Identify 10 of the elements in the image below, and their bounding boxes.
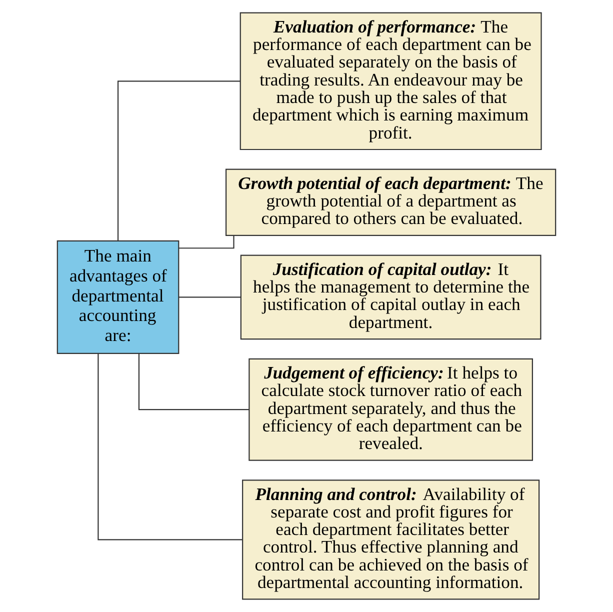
node-box: Planning and control: Availability of separate cost and profit figures for each department facilitates better control. Thus effective planning and control can be achieved on the basis of departmental accounting information. bbox=[242, 480, 540, 600]
connector bbox=[117, 80, 240, 241]
node-box: Justification of capital outlay: It helps the management to determine the justification of capital outlay in each department. bbox=[240, 254, 542, 340]
node-box: Judgement of efficiency: It helps to calculate stock turnover ratio of each department separately, and thus the efficiency of each department can be revealed. bbox=[248, 358, 533, 461]
connector bbox=[178, 296, 241, 298]
node-box: The main advantages of departmental accounting are: bbox=[56, 240, 180, 354]
connector bbox=[138, 353, 250, 410]
node-box: Growth potential of each department: The growth potential of a department as compared to others can be evaluated. bbox=[225, 168, 556, 236]
node-box: Evaluation of performance: The performance of each department can be evaluated separately on the basis of trading results. An endeavour may be made to push up the sales of that department which is earning maximum profit. bbox=[240, 12, 542, 150]
connector bbox=[98, 353, 242, 540]
